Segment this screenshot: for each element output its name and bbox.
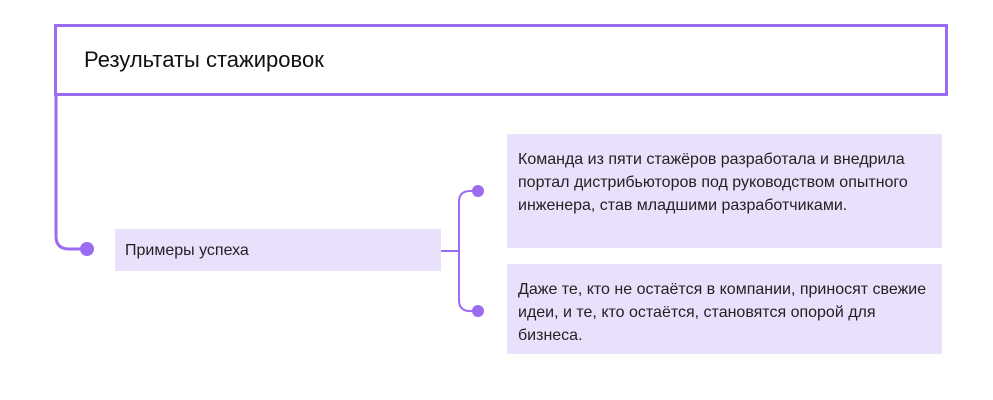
center-node-dot [80,242,94,256]
bracket-connector [458,190,478,312]
branch-node-1-text: Команда из пяти стажёров разработала и в… [518,151,908,214]
branch-top-dot [472,185,484,197]
branch-node-1: Команда из пяти стажёров разработала и в… [507,134,942,248]
center-node-label: Примеры успеха [125,241,249,259]
title-box: Результаты стажировок [54,24,948,96]
center-node: Примеры успеха [115,229,441,271]
diagram-title: Результаты стажировок [84,47,324,72]
branch-node-2-text: Даже те, кто не остаётся в компании, при… [518,281,927,344]
trunk-connector [54,90,87,251]
branch-bottom-dot [472,305,484,317]
branch-node-2: Даже те, кто не остаётся в компании, при… [507,264,942,354]
